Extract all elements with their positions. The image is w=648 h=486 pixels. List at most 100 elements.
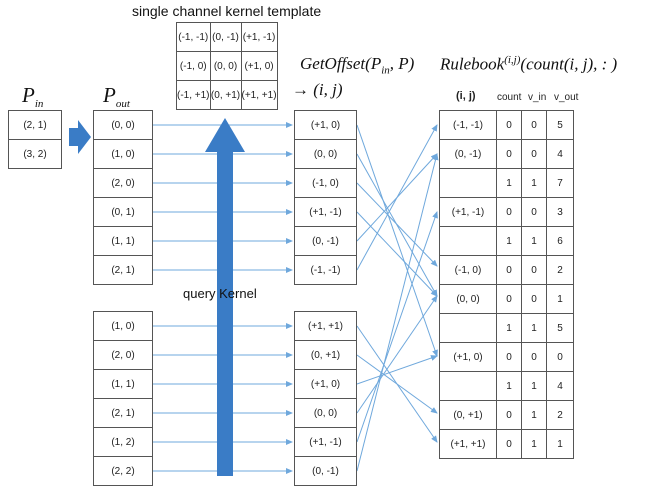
right-block-arrow-icon [69, 120, 91, 154]
rulebook-vin-cell: 1 [521, 400, 547, 430]
rulebook-vout-cell: 2 [546, 400, 574, 430]
offset-cell: (0, +1) [294, 340, 357, 370]
rulebook-count-cell: 0 [496, 110, 522, 140]
rulebook-vin-cell: 1 [521, 429, 547, 459]
rulebook-count-cell: 0 [496, 197, 522, 227]
rulebook-ij-cell: (0, -1) [439, 139, 497, 169]
pout-cell: (2, 2) [93, 456, 153, 486]
rulebook-count-cell: 1 [496, 313, 522, 343]
rulebook-vin-cell: 1 [521, 313, 547, 343]
rulebook-vin-cell: 0 [521, 110, 547, 140]
rulebook-ij-cell [439, 226, 497, 256]
offset-cell: (0, -1) [294, 226, 357, 256]
kernel-cell: (+1, 0) [240, 51, 278, 81]
rulebook-count-cell: 0 [496, 284, 522, 314]
offset-to-rulebook-arrows [356, 124, 439, 472]
pout-cell: (1, 0) [93, 311, 153, 341]
rulebook-count-cell: 0 [496, 429, 522, 459]
rulebook-header-ij: (i, j) [456, 90, 476, 102]
offset-table-1: (+1, 0) (0, 0) (-1, 0) (+1, -1) (0, -1) … [294, 110, 357, 285]
ij-arrow-label: → (i, j) [292, 80, 343, 99]
kernel-cell: (-1, +1) [176, 80, 211, 110]
pout-cell: (0, 0) [93, 110, 153, 140]
table-row: (-1, -1) 0 0 5 [439, 110, 574, 140]
offset-cell: (+1, -1) [294, 197, 357, 227]
kernel-template-title: single channel kernel template [132, 3, 322, 19]
pout-table-2: (1, 0) (2, 0) (1, 1) (2, 1) (1, 2) (2, 2… [93, 311, 153, 486]
rulebook-vout-cell: 2 [546, 255, 574, 285]
rulebook-count-cell: 1 [496, 371, 522, 401]
offset-cell: (0, 0) [294, 139, 357, 169]
rulebook-vout-cell: 3 [546, 197, 574, 227]
rulebook-vin-cell: 0 [521, 139, 547, 169]
rulebook-ij-cell [439, 371, 497, 401]
rulebook-count-cell: 1 [496, 168, 522, 198]
offset-cell: (+1, 0) [294, 110, 357, 140]
kernel-cell: (-1, 0) [176, 51, 211, 81]
kernel-cell: (0, -1) [209, 22, 242, 52]
rulebook-ij-cell: (0, +1) [439, 400, 497, 430]
rulebook-ij-cell: (+1, -1) [439, 197, 497, 227]
table-row: 1 1 4 [439, 371, 574, 401]
pout-table-1: (0, 0) (1, 0) (2, 0) (0, 1) (1, 1) (2, 1… [93, 110, 153, 285]
pin-cell: (2, 1) [8, 110, 62, 140]
kernel-template-grid: (-1, -1) (0, -1) (+1, -1) (-1, 0) (0, 0)… [176, 22, 278, 110]
rulebook-vout-cell: 7 [546, 168, 574, 198]
rulebook-vout-cell: 4 [546, 139, 574, 169]
offset-cell: (0, -1) [294, 456, 357, 486]
rulebook-header-count: count [497, 92, 522, 103]
rulebook-vin-cell: 0 [521, 284, 547, 314]
getoffset-title: GetOffset(Pin, P) [300, 54, 415, 77]
kernel-cell: (+1, +1) [240, 80, 278, 110]
pout-cell: (2, 0) [93, 340, 153, 370]
up-block-arrow-icon [205, 118, 245, 476]
rulebook-count-cell: 0 [496, 139, 522, 169]
rulebook-table: (-1, -1) 0 0 5 (0, -1) 0 0 4 1 1 7 (+1, … [439, 110, 574, 459]
kernel-cell: (-1, -1) [176, 22, 211, 52]
rulebook-vout-cell: 5 [546, 313, 574, 343]
rulebook-ij-cell [439, 313, 497, 343]
offset-cell: (-1, -1) [294, 255, 357, 285]
pout-cell: (1, 2) [93, 427, 153, 457]
offset-cell: (-1, 0) [294, 168, 357, 198]
rulebook-ij-cell [439, 168, 497, 198]
rulebook-vout-cell: 5 [546, 110, 574, 140]
pout-cell: (1, 0) [93, 139, 153, 169]
rulebook-title: Rulebook(i,j)(count(i, j), : ) [440, 54, 618, 74]
offset-cell: (+1, +1) [294, 311, 357, 341]
rulebook-vin-cell: 0 [521, 197, 547, 227]
pout-cell: (1, 1) [93, 369, 153, 399]
rulebook-vout-cell: 1 [546, 429, 574, 459]
rulebook-vout-cell: 0 [546, 342, 574, 372]
query-kernel-label: query Kernel [183, 286, 257, 301]
rulebook-vin-cell: 0 [521, 342, 547, 372]
rulebook-vin-cell: 1 [521, 371, 547, 401]
rulebook-header-vin: v_in [528, 92, 547, 103]
offset-cell: (+1, -1) [294, 427, 357, 457]
rulebook-vout-cell: 6 [546, 226, 574, 256]
table-row: (0, -1) 0 0 4 [439, 139, 574, 169]
rulebook-vout-cell: 1 [546, 284, 574, 314]
rulebook-vin-cell: 1 [521, 226, 547, 256]
rulebook-count-cell: 0 [496, 255, 522, 285]
table-row: (+1, 0) 0 0 0 [439, 342, 574, 372]
table-row: 1 1 7 [439, 168, 574, 198]
table-row: (0, 0) 0 0 1 [439, 284, 574, 314]
offset-cell: (0, 0) [294, 398, 357, 428]
pout-cell: (2, 1) [93, 255, 153, 285]
table-row: 1 1 5 [439, 313, 574, 343]
rulebook-ij-cell: (+1, 0) [439, 342, 497, 372]
rulebook-count-cell: 0 [496, 342, 522, 372]
pin-table: (2, 1) (3, 2) [8, 110, 62, 169]
pin-title: Pin [22, 83, 44, 111]
pout-title: Pout [103, 83, 130, 111]
table-row: (0, +1) 0 1 2 [439, 400, 574, 430]
offset-cell: (+1, 0) [294, 369, 357, 399]
rulebook-vin-cell: 0 [521, 255, 547, 285]
pin-cell: (3, 2) [8, 139, 62, 169]
rulebook-vout-cell: 4 [546, 371, 574, 401]
table-row: (+1, -1) 0 0 3 [439, 197, 574, 227]
rulebook-header-vout: v_out [554, 92, 579, 103]
rulebook-vin-cell: 1 [521, 168, 547, 198]
